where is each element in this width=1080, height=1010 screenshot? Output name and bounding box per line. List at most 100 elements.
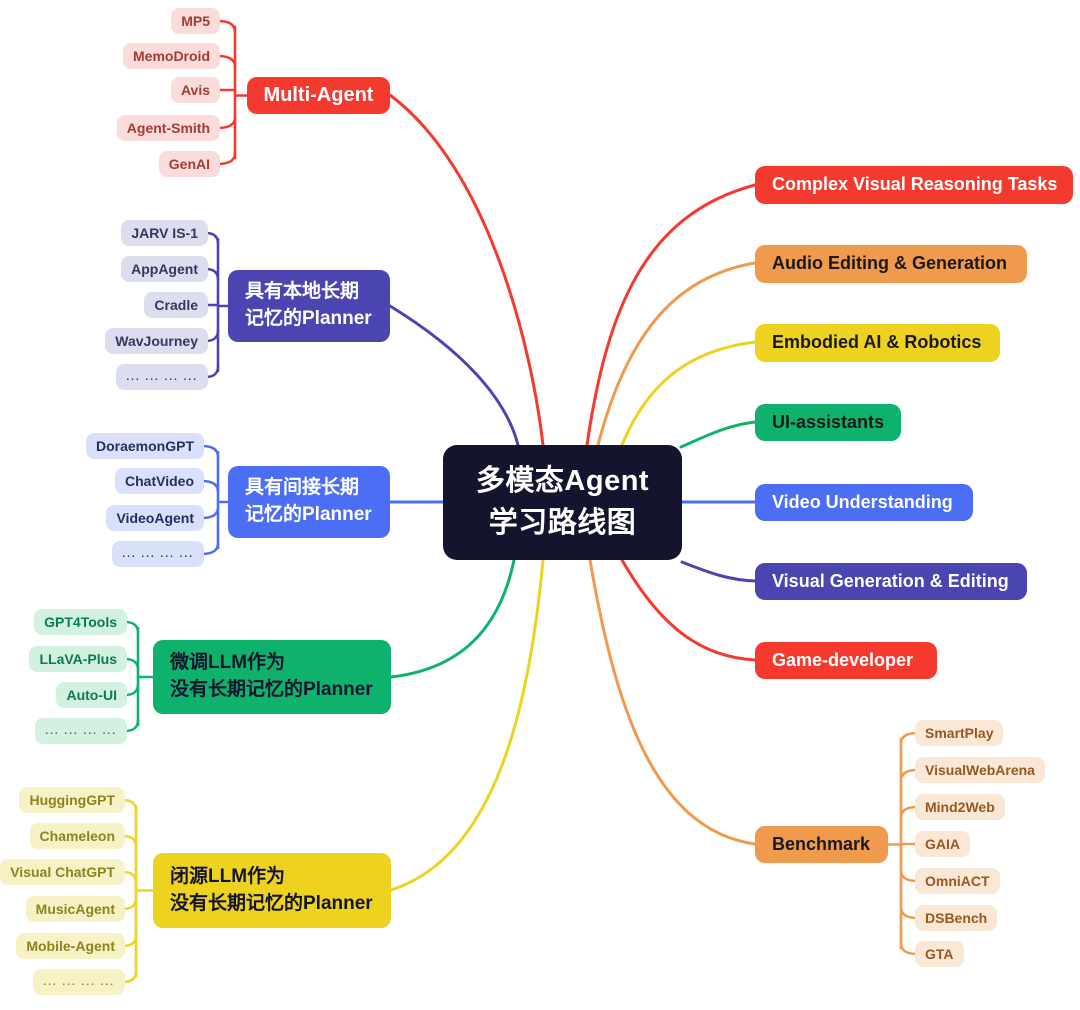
branch-indirect-ltm-planner[interactable]: 具有间接长期记忆的Planner	[228, 466, 390, 538]
child-edge-multi-agent	[216, 115, 237, 130]
child-cradle[interactable]: Cradle	[144, 292, 208, 318]
edge-audio-editing-generation	[596, 261, 757, 447]
edge-visual-generation-editing	[680, 560, 757, 583]
child-edge-finetuned-llm-planner	[123, 718, 140, 733]
edge-complex-visual-reasoning-tasks	[585, 183, 757, 447]
child-agent-smith[interactable]: Agent-Smith	[116, 115, 220, 141]
child-visual-chatgpt[interactable]: Visual ChatGPT	[0, 859, 125, 885]
child-edge-indirect-ltm-planner	[200, 505, 220, 520]
edge-game-developer	[620, 558, 757, 662]
branch-multi-agent[interactable]: Multi-Agent	[247, 77, 390, 114]
branch-label-line: Audio Editing & Generation	[772, 253, 1007, 274]
branch-label-line: 没有长期记忆的Planner	[170, 679, 373, 700]
child-omniact[interactable]: OmniACT	[915, 868, 1000, 894]
branch-embodied-ai-robotics[interactable]: Embodied AI & Robotics	[755, 324, 1000, 362]
child-edge-multi-agent	[216, 54, 237, 69]
branch-complex-visual-reasoning-tasks[interactable]: Complex Visual Reasoning Tasks	[755, 166, 1073, 204]
child-dsbench[interactable]: DSBench	[915, 905, 998, 931]
branch-local-ltm-planner[interactable]: 具有本地长期记忆的Planner	[228, 270, 390, 342]
child-gaia[interactable]: GAIA	[915, 831, 970, 857]
child-edge-finetuned-llm-planner	[123, 620, 140, 635]
branch-label-line: 具有本地长期	[245, 281, 360, 303]
child-edge-closed-llm-planner	[121, 870, 138, 885]
edge-multi-agent	[388, 93, 545, 447]
child-edge-benchmark	[899, 768, 919, 783]
child-genai[interactable]: GenAI	[158, 151, 220, 177]
branch-label-line: Game-developer	[772, 649, 914, 670]
child-edge-indirect-ltm-planner	[200, 541, 220, 556]
child-edge-benchmark	[899, 805, 919, 820]
child-gta[interactable]: GTA	[915, 941, 964, 967]
child-edge-benchmark	[899, 905, 919, 920]
branch-label-line: Embodied AI & Robotics	[772, 332, 982, 353]
child-edge-closed-llm-planner	[121, 896, 138, 911]
branch-visual-generation-editing[interactable]: Visual Generation & Editing	[755, 563, 1027, 600]
branch-closed-llm-planner[interactable]: 闭源LLM作为没有长期记忆的Planner	[153, 853, 391, 928]
child-more-items[interactable]: ... ... ... ...	[33, 969, 125, 995]
branch-benchmark[interactable]: Benchmark	[755, 826, 888, 863]
edge-ui-assistants	[679, 420, 757, 449]
child-chameleon[interactable]: Chameleon	[29, 823, 125, 849]
branch-game-developer[interactable]: Game-developer	[755, 642, 937, 679]
branch-label-line: Complex Visual Reasoning Tasks	[772, 174, 1058, 195]
child-videoagent[interactable]: VideoAgent	[106, 505, 204, 531]
branch-label-line: 闭源LLM作为	[170, 865, 286, 887]
edge-local-ltm-planner	[388, 304, 520, 447]
branch-finetuned-llm-planner[interactable]: 微调LLM作为没有长期记忆的Planner	[153, 640, 391, 714]
branch-label-line: Benchmark	[772, 833, 871, 854]
child-hugginggpt[interactable]: HuggingGPT	[19, 787, 125, 813]
child-jarv-is-1[interactable]: JARV IS-1	[121, 220, 208, 246]
child-more-items[interactable]: ... ... ... ...	[116, 364, 208, 390]
child-edge-benchmark	[899, 941, 919, 956]
branch-audio-editing-generation[interactable]: Audio Editing & Generation	[755, 245, 1027, 283]
child-edge-finetuned-llm-planner	[123, 682, 140, 697]
branch-video-understanding[interactable]: Video Understanding	[755, 484, 973, 521]
child-gpt4tools[interactable]: GPT4Tools	[34, 609, 127, 635]
edge-closed-llm-planner	[389, 558, 545, 892]
branch-label-line: Visual Generation & Editing	[772, 570, 1009, 591]
branch-ui-assistants[interactable]: UI-assistants	[755, 404, 901, 441]
branch-label-line: 具有间接长期	[245, 477, 360, 499]
branch-label-line: Multi-Agent	[263, 84, 374, 107]
child-edge-closed-llm-planner	[121, 834, 138, 849]
child-edge-multi-agent	[216, 19, 237, 34]
child-avis[interactable]: Avis	[170, 77, 220, 103]
edge-finetuned-llm-planner	[389, 558, 516, 679]
child-auto-ui[interactable]: Auto-UI	[56, 682, 127, 708]
child-edge-finetuned-llm-planner	[123, 657, 140, 672]
branch-label-line: 微调LLM作为	[170, 652, 286, 674]
child-llava-plus[interactable]: LLaVA-Plus	[29, 646, 127, 672]
child-mind2web[interactable]: Mind2Web	[915, 794, 1005, 820]
child-edge-benchmark	[899, 731, 919, 746]
child-edge-closed-llm-planner	[121, 969, 138, 984]
child-edge-closed-llm-planner	[121, 798, 138, 813]
child-edge-closed-llm-planner	[121, 933, 138, 948]
child-more-items[interactable]: ... ... ... ...	[112, 541, 204, 567]
branch-label-line: 记忆的Planner	[245, 308, 372, 329]
child-edge-benchmark	[899, 868, 919, 883]
child-appagent[interactable]: AppAgent	[121, 256, 208, 282]
child-edge-indirect-ltm-planner	[200, 479, 220, 494]
child-musicagent[interactable]: MusicAgent	[25, 896, 125, 922]
child-memodroid[interactable]: MemoDroid	[123, 43, 220, 69]
child-mp5[interactable]: MP5	[171, 8, 220, 34]
child-edge-multi-agent	[216, 151, 237, 166]
branch-label-line: UI-assistants	[772, 411, 885, 432]
child-more-items[interactable]: ... ... ... ...	[35, 718, 127, 744]
center-topic-line: 多模态Agent	[475, 465, 650, 498]
edge-benchmark	[588, 558, 757, 846]
center-topic[interactable]: 多模态Agent 学习路线图	[443, 445, 682, 560]
child-wavjourney[interactable]: WavJourney	[105, 328, 208, 354]
branch-label-line: 没有长期记忆的Planner	[170, 892, 373, 914]
child-visualwebarena[interactable]: VisualWebArena	[915, 757, 1045, 783]
child-doraemongpt[interactable]: DoraemonGPT	[85, 433, 204, 459]
center-topic-line: 学习路线图	[488, 506, 637, 539]
branch-label-line: Video Understanding	[772, 491, 953, 512]
child-mobile-agent[interactable]: Mobile-Agent	[16, 933, 125, 959]
child-smartplay[interactable]: SmartPlay	[915, 720, 1004, 746]
branch-label-line: 记忆的Planner	[245, 504, 372, 525]
edge-embodied-ai-robotics	[620, 340, 757, 447]
child-chatvideo[interactable]: ChatVideo	[115, 468, 204, 494]
child-edge-indirect-ltm-planner	[200, 444, 220, 459]
